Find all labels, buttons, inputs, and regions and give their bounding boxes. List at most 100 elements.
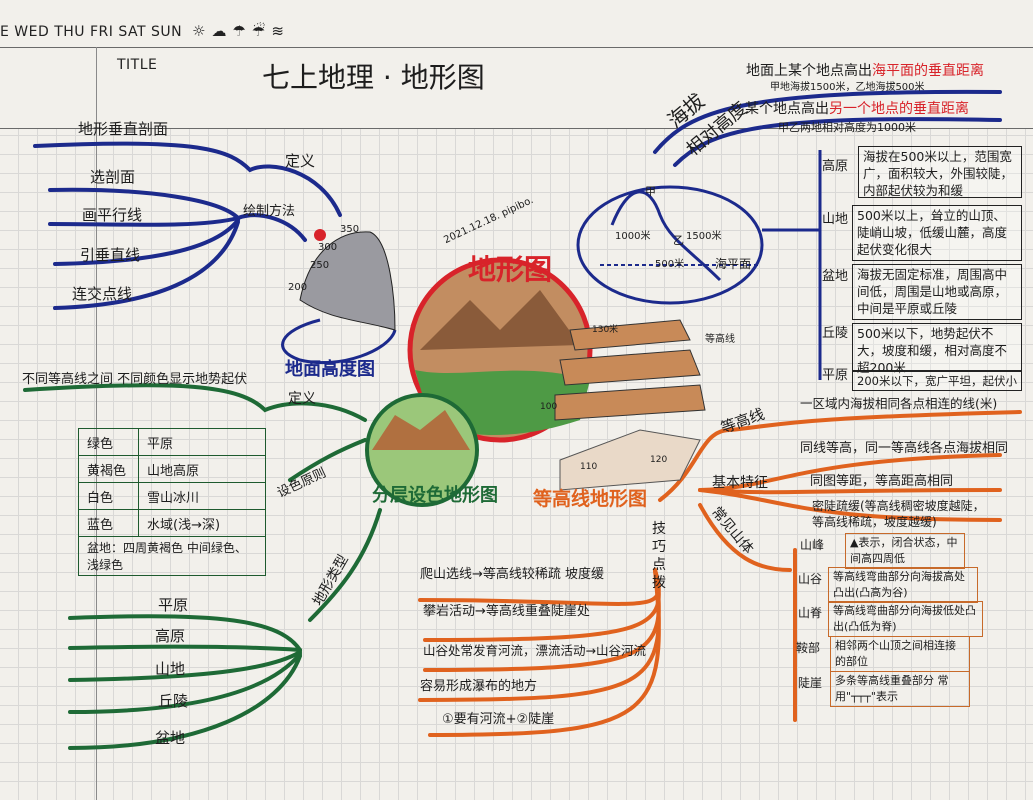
feature-item: 等高线稀疏，坡度越缓)	[812, 515, 937, 529]
landform-name: 盆地	[822, 269, 849, 284]
landform-desc: 海拔在500米以上，范围宽广，面积较大，外围较陡，内部起伏较为和缓	[858, 146, 1022, 198]
altitude-definition: 地面上某个地点高出海平面的垂直距离	[746, 60, 984, 80]
profile-definition-label: 定义	[285, 152, 316, 170]
meaning-cell: 山地高原	[138, 455, 266, 483]
layered-map-title: 分层设色地形图	[372, 485, 498, 506]
shape-name: 山脊	[798, 606, 823, 620]
feature-item: 同线等高，同一等高线各点海拔相同	[800, 441, 1009, 456]
elevation-label: 300	[318, 242, 338, 253]
color-cell: 白色	[78, 482, 139, 510]
diagram-sea-level: 海平面	[715, 257, 752, 271]
shape-desc: 多条等高线重叠部分 常用"┬┬┬"表示	[830, 671, 970, 707]
center-illustration	[299, 229, 706, 507]
title-label: TITLE	[117, 57, 158, 73]
landform-name: 平原	[822, 368, 849, 383]
landform-type: 高原	[155, 627, 186, 645]
landform-desc: 500米以上，耸立的山顶、陡峭山坡，低缓山麓，高度起伏变化很大	[852, 205, 1022, 261]
diagram-height: 500米	[655, 259, 685, 270]
weather-icons: ☼☁☂☔≋	[192, 22, 290, 40]
relative-height-definition: 某个地点高出另一个地点的垂直距离	[745, 98, 969, 118]
landform-desc: 500米以下，地势起伏不大，坡度和缓，相对高度不超200米	[852, 323, 1022, 375]
shape-name: 鞍部	[796, 641, 821, 655]
table-row: 蓝色水域(浅→深)	[78, 509, 266, 537]
diagram-point-b: 乙	[673, 234, 684, 247]
layered-definition: 不同等高线之间 不同颜色显示地势起伏	[22, 372, 248, 387]
elevation-label: 250	[310, 260, 330, 271]
tip-item: ①要有河流+②陡崖	[442, 712, 555, 727]
color-cell: 黄褐色	[78, 455, 139, 483]
contour-level: 120	[650, 455, 668, 465]
landform-name: 高原	[822, 159, 849, 174]
landform-type: 丘陵	[158, 692, 189, 710]
landform-type: 平原	[158, 596, 189, 614]
landform-name: 丘陵	[822, 326, 849, 341]
elevation-label: 350	[340, 224, 360, 235]
meaning-cell: 水域(浅→深)	[138, 509, 266, 537]
contour-height-map-title: 地面高度图	[285, 359, 375, 380]
title-rule	[0, 128, 1033, 129]
weekdays: E WED THU FRI SAT SUN	[0, 24, 183, 40]
tip-item: 爬山选线→等高线较稀疏 坡度缓	[420, 567, 605, 582]
meaning-cell: 平原	[138, 428, 266, 456]
meaning-cell: 雪山冰川	[138, 482, 266, 510]
header-rule	[0, 47, 1033, 48]
shape-name: 陡崖	[798, 676, 823, 690]
margin-line	[96, 47, 97, 800]
contour-level: 100	[540, 402, 558, 412]
shape-desc: 等高线弯曲部分向海拔高处凸出(凸高为谷)	[828, 567, 978, 603]
table-row: 白色雪山冰川	[78, 482, 266, 510]
table-row: 盆地：四周黄褐色 中间绿色、浅绿色	[78, 536, 266, 576]
diagram-height: 1000米	[615, 231, 651, 242]
altitude-def-highlight: 海平面的垂直距离	[872, 63, 984, 79]
shape-desc: ▲表示，闭合状态，中间高四周低	[845, 533, 965, 569]
landform-name: 山地	[822, 212, 849, 227]
landform-type: 山地	[155, 660, 186, 678]
profile-step: 选剖面	[90, 168, 136, 186]
features-label: 基本特征	[712, 475, 768, 491]
layered-definition-label: 定义	[288, 391, 316, 407]
profile-step: 引垂直线	[80, 246, 141, 264]
shower-icon: ☔	[251, 22, 272, 40]
basin-note: 盆地：四周黄褐色 中间绿色、浅绿色	[78, 536, 266, 576]
contour-level: 110	[580, 462, 598, 472]
profile-title: 地形垂直剖面	[78, 120, 169, 138]
contour-side-label: 等高线	[705, 334, 735, 345]
color-cell: 绿色	[78, 428, 139, 456]
sun-icon: ☼	[192, 22, 212, 40]
relative-def-text: 某个地点高出	[745, 101, 829, 117]
shape-desc: 等高线弯曲部分向海拔低处凸出(凸低为脊)	[828, 601, 983, 637]
shape-name: 山峰	[800, 538, 825, 552]
wind-icon: ≋	[271, 22, 290, 40]
feature-item: 同图等距，等高距高相同	[810, 474, 954, 489]
shape-name: 山谷	[798, 572, 823, 586]
profile-method-label: 绘制方法	[243, 204, 296, 219]
tip-item: 容易形成瀑布的地方	[420, 679, 538, 694]
profile-step: 连交点线	[72, 285, 133, 303]
altitude-def-text: 地面上某个地点高出	[746, 63, 872, 79]
color-table: 绿色平原 黄褐色山地高原 白色雪山冰川 蓝色水域(浅→深) 盆地：四周黄褐色 中…	[78, 428, 266, 576]
table-row: 黄褐色山地高原	[78, 455, 266, 483]
tips-label: 技巧点拨	[652, 521, 666, 591]
tip-item: 山谷处常发育河流，漂流活动→山谷河流	[423, 643, 646, 658]
feature-item: 密陡疏缓(等高线稠密坡度越陡，	[812, 499, 985, 513]
tip-item: 攀岩活动→等高线重叠陡崖处	[423, 604, 590, 619]
contour-level: 130米	[592, 325, 619, 335]
altitude-example: 甲地海拔1500米，乙地海拔500米	[770, 82, 925, 93]
center-title: 地形图	[468, 253, 553, 286]
shape-desc: 相邻两个山顶之间相连接的部位	[830, 636, 970, 672]
contour-definition: 一区域内海拔相同各点相连的线(米)	[800, 396, 998, 411]
elevation-label: 200	[288, 282, 308, 293]
profile-step: 画平行线	[82, 206, 143, 224]
diagram-point-a: 甲	[645, 185, 656, 198]
rain-icon: ☂	[232, 22, 252, 40]
landform-desc: 200米以下，宽广平坦，起伏小	[852, 371, 1022, 391]
cloud-icon: ☁	[211, 22, 233, 40]
diagram-height: 1500米	[686, 231, 722, 242]
relative-height-example: 甲乙两地相对高度为1000米	[778, 121, 916, 134]
relative-def-highlight: 另一个地点的垂直距离	[829, 101, 969, 117]
color-cell: 蓝色	[78, 509, 139, 537]
page-title: 七上地理 · 地形图	[262, 61, 485, 94]
landform-desc: 海拔无固定标准，周围高中间低，周围是山地或高原，中间是平原或丘陵	[852, 264, 1022, 320]
contour-map-title: 等高线地形图	[533, 488, 648, 510]
